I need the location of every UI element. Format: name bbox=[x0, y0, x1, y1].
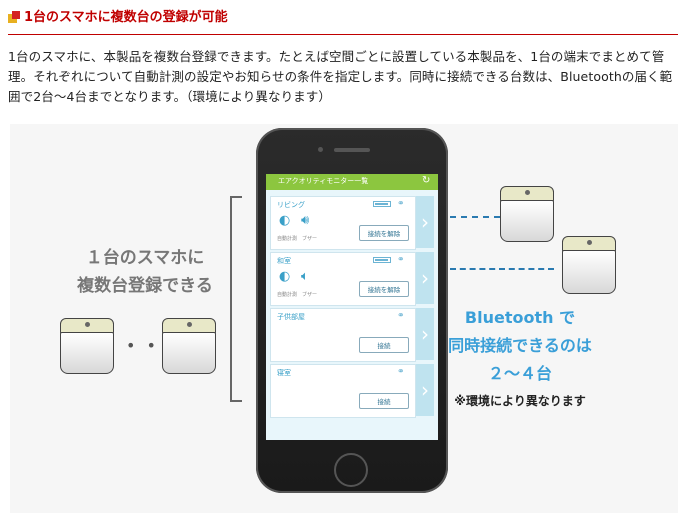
bullet-icon bbox=[8, 11, 20, 23]
chevron-right-icon[interactable]: › bbox=[416, 308, 434, 360]
device-status: 自動計測 ブザー bbox=[277, 236, 318, 242]
chevron-right-icon[interactable]: › bbox=[416, 252, 434, 304]
app-title-bar: エアクオリティモニター一覧 ↻ bbox=[266, 174, 438, 190]
connect-button[interactable]: 接続 bbox=[359, 337, 409, 353]
battery-icon bbox=[373, 257, 391, 263]
grouping-bracket bbox=[230, 196, 242, 402]
disconnect-button[interactable]: 接続を解除 bbox=[359, 225, 409, 241]
device-card: 寝室 ⚭ 接続 bbox=[270, 364, 416, 418]
right-caption-line1: Bluetooth で bbox=[464, 308, 576, 327]
monitor-device-icon bbox=[562, 236, 616, 294]
device-name: 寝室 bbox=[277, 369, 291, 377]
device-card: 子供部屋 ⚭ 接続 bbox=[270, 308, 416, 362]
camera-icon bbox=[318, 147, 323, 152]
speaker-on-icon: 🔊︎ bbox=[301, 213, 310, 228]
link-icon: ⚭ bbox=[397, 255, 405, 265]
device-name: 子供部屋 bbox=[277, 313, 305, 321]
left-caption: １台のスマホに 複数台登録できる bbox=[70, 244, 220, 300]
chevron-right-icon[interactable]: › bbox=[416, 196, 434, 248]
sensor-icon: ◐ bbox=[279, 213, 291, 228]
battery-icon bbox=[373, 201, 391, 207]
smartphone: エアクオリティモニター一覧 ↻ リビング ⚭ ◐ 🔊︎ 自動計測 ブザー 接続を… bbox=[256, 128, 448, 493]
right-caption-line3: ２～４台 bbox=[487, 364, 552, 383]
link-icon: ⚭ bbox=[397, 311, 405, 321]
connection-line bbox=[450, 268, 554, 270]
monitor-device-icon bbox=[500, 186, 554, 242]
link-icon: ⚭ bbox=[397, 199, 405, 209]
connection-line bbox=[450, 216, 500, 218]
section-header: 1台のスマホに複数台の登録が可能 bbox=[8, 8, 678, 35]
chevron-right-icon[interactable]: › bbox=[416, 364, 434, 416]
device-card: 和室 ⚭ ◐ 🔈︎ 自動計測 ブザー 接続を解除 bbox=[270, 252, 416, 306]
device-card: リビング ⚭ ◐ 🔊︎ 自動計測 ブザー 接続を解除 bbox=[270, 196, 416, 250]
link-icon: ⚭ bbox=[397, 367, 405, 377]
header-divider bbox=[8, 34, 678, 35]
monitor-device-icon bbox=[162, 318, 216, 374]
monitor-device-icon bbox=[60, 318, 114, 374]
speaker-icon bbox=[334, 148, 370, 152]
illustration: １台のスマホに 複数台登録できる • • • エアクオリティモニター一覧 ↻ リ… bbox=[10, 124, 678, 513]
section-title: 1台のスマホに複数台の登録が可能 bbox=[24, 10, 228, 25]
home-button bbox=[334, 453, 368, 487]
disconnect-button[interactable]: 接続を解除 bbox=[359, 281, 409, 297]
left-caption-line1: １台のスマホに bbox=[85, 248, 205, 268]
right-caption: Bluetooth で 同時接続できるのは ２～４台 bbox=[430, 304, 610, 388]
app-title: エアクオリティモニター一覧 bbox=[278, 177, 369, 185]
right-caption-line2: 同時接続できるのは bbox=[448, 336, 592, 355]
environment-note: ※環境により異なります bbox=[454, 394, 586, 408]
app-screen: エアクオリティモニター一覧 ↻ リビング ⚭ ◐ 🔊︎ 自動計測 ブザー 接続を… bbox=[266, 174, 438, 440]
left-caption-line2: 複数台登録できる bbox=[77, 276, 213, 296]
device-status: 自動計測 ブザー bbox=[277, 292, 318, 298]
description-text: 1台のスマホに、本製品を複数台登録できます。たとえば空間ごとに設置している本製品… bbox=[8, 49, 673, 104]
device-name: 和室 bbox=[277, 257, 291, 265]
refresh-icon[interactable]: ↻ bbox=[422, 175, 431, 186]
device-name: リビング bbox=[277, 201, 305, 209]
speaker-muted-icon: 🔈︎ bbox=[301, 269, 309, 284]
connect-button[interactable]: 接続 bbox=[359, 393, 409, 409]
sensor-icon: ◐ bbox=[279, 269, 291, 284]
